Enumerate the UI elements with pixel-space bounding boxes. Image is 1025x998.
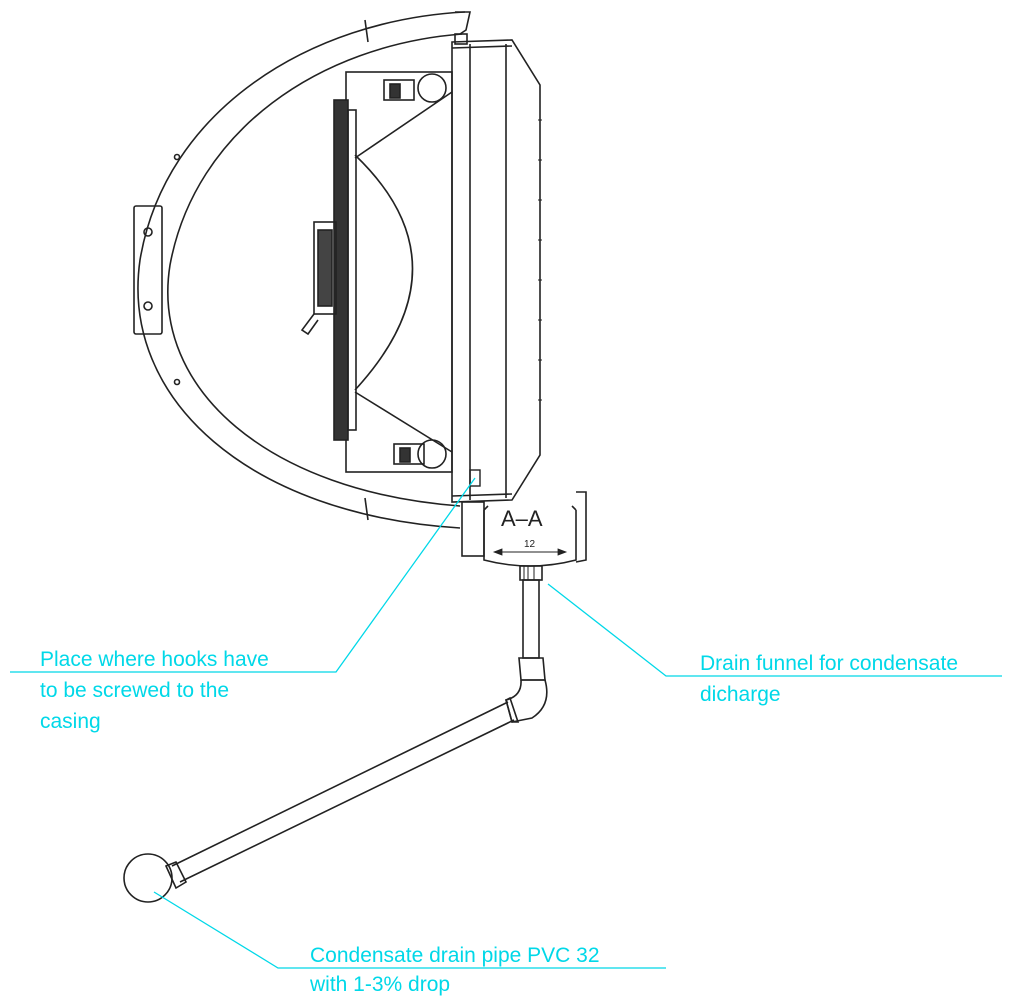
section-label: A–A — [501, 506, 543, 531]
callout-funnel-line2: dicharge — [700, 683, 781, 706]
bracket-top-end — [455, 11, 471, 35]
mounting-bracket — [133, 11, 471, 529]
callout-pipe: Condensate drain pipe PVC 32 with 1-3% d… — [309, 944, 600, 996]
callout-hooks: Place where hooks have to be screwed to … — [40, 648, 269, 733]
drain-section: A–A 12 — [461, 491, 587, 581]
fan-assembly — [300, 71, 453, 473]
leader-pipe — [153, 891, 666, 969]
hook-clamp-top — [383, 73, 447, 103]
dimension-arrow-right — [557, 548, 568, 556]
casing-fins — [538, 119, 542, 401]
bracket-hole-upper — [173, 153, 181, 161]
heater-casing — [451, 33, 542, 503]
pipe-run-bottom — [179, 719, 515, 883]
bracket-outer-arc — [137, 11, 466, 529]
bracket-bolt-upper — [143, 227, 153, 237]
hook-clamp-bottom — [393, 439, 447, 469]
leader-hooks — [10, 477, 476, 673]
callout-hooks-line3: casing — [40, 710, 101, 733]
callout-funnel-line1: Drain funnel for condensate — [700, 652, 958, 675]
fan-dome — [354, 154, 414, 391]
casing-body — [451, 39, 541, 503]
leader-funnel — [547, 583, 1002, 677]
pipe-run-top — [171, 701, 509, 867]
pipe-end-collar — [164, 860, 188, 890]
drain-pipe — [123, 579, 548, 903]
motor-core — [317, 229, 333, 307]
dimension-arrow-left — [492, 548, 503, 556]
bracket-lower-tab — [461, 501, 485, 557]
leader-lines — [10, 477, 1002, 969]
drain-tray-wall-right — [575, 491, 587, 563]
casing-top-cap — [454, 33, 468, 45]
cable-stub — [300, 313, 319, 336]
grille-strut-bottom — [354, 391, 453, 453]
pipe-elbow — [505, 679, 548, 723]
callout-hooks-line1: Place where hooks have — [40, 648, 269, 671]
bracket-bolt-lower — [143, 301, 153, 311]
callout-funnel: Drain funnel for condensate dicharge — [700, 652, 958, 706]
bracket-inner-arc — [167, 33, 463, 507]
dimension-label: 12 — [524, 539, 536, 550]
callout-pipe-line2: with 1-3% drop — [309, 973, 450, 996]
pipe-vertical — [522, 579, 540, 659]
pipe-coupling — [518, 657, 546, 681]
hook-screw-point — [469, 469, 481, 487]
grille-inner-edge — [347, 109, 357, 431]
bracket-hole-lower — [173, 378, 181, 386]
grille-strut-top — [354, 91, 453, 159]
bracket-bottom-joint — [364, 497, 369, 521]
motor-box — [313, 221, 337, 315]
casing-bottom-rim — [451, 493, 513, 497]
drain-funnel — [519, 565, 543, 581]
callout-hooks-line2: to be screwed to the — [40, 679, 229, 702]
pipe-elbow-collar — [505, 696, 520, 723]
grille-frame — [345, 71, 453, 473]
casing-top-rim — [451, 45, 513, 49]
callout-pipe-line1: Condensate drain pipe PVC 32 — [310, 944, 600, 967]
pipe-end-outlet — [123, 853, 173, 903]
bracket-top-joint — [364, 19, 369, 43]
bracket-side-plate — [133, 205, 163, 335]
